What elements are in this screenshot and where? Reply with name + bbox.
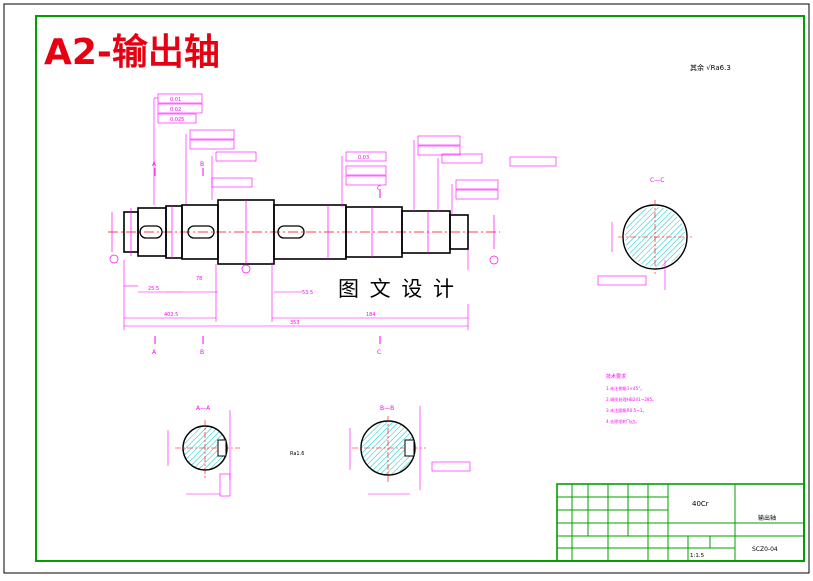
- tech-req-title: 技术要求: [606, 373, 626, 380]
- tech-req-2: 2.调质处理HB241~285。: [606, 396, 656, 403]
- section-aa-label: A—A: [196, 405, 211, 412]
- tol-value-2: 0.02: [170, 107, 181, 113]
- aa-roughness: Ra1.6: [290, 451, 304, 457]
- keyway-a: [139, 225, 163, 239]
- section-mark-c-top: C: [377, 185, 381, 192]
- dim-d5: 353: [290, 320, 300, 326]
- dim-d1: 25.5: [148, 286, 159, 292]
- tech-requirements: 技术要求 1.未注倒角1×45°。 2.调质处理HB241~285。 3.未注圆…: [606, 373, 656, 425]
- dim-d3: 53.5: [302, 290, 313, 296]
- section-mark-a-top: A: [152, 161, 157, 168]
- keyway-c: [277, 225, 305, 239]
- section-mark-a-bottom: A: [152, 349, 157, 356]
- title-block: 40Cr 输出轴 SCZ0-04 1:1.5: [556, 483, 805, 562]
- section-mark-b-top: B: [200, 161, 204, 168]
- watermark-bg: [330, 270, 480, 304]
- section-mark-c-bottom: C: [377, 349, 381, 356]
- section-cc-label: C—C: [650, 177, 664, 184]
- part-name-text: 输出轴: [758, 514, 776, 522]
- shaft-main-view: 0.01 0.02 0.025 0.03 25.5 78 53.5 402.5 …: [108, 93, 557, 356]
- section-mark-b-bottom: B: [200, 349, 204, 356]
- dim-d2: 78: [196, 276, 202, 282]
- keyway-b: [187, 225, 215, 239]
- drawing-no-text: SCZ0-04: [752, 546, 778, 553]
- section-cc: C—C: [597, 177, 692, 290]
- tol-value-3: 0.025: [170, 117, 184, 123]
- tech-req-3: 3.未注圆角R0.5~1。: [606, 407, 647, 414]
- watermark-text: 图 文 设 计: [338, 277, 456, 301]
- inner-border: [35, 15, 805, 562]
- tol-value-4: 0.03: [358, 155, 369, 161]
- section-aa: A—A Ra1.6: [167, 405, 304, 497]
- outer-border: [3, 3, 810, 574]
- title-overlay: A2-输出轴: [44, 32, 220, 73]
- scale-text: 1:1.5: [690, 553, 705, 559]
- dim-d6: 184: [366, 312, 376, 318]
- roughness-general: 其余 √Ra6.3: [690, 63, 731, 72]
- section-bb: B—B: [349, 405, 471, 495]
- tech-req-4: 4.去除毛刺飞边。: [606, 418, 639, 425]
- section-bb-label: B—B: [380, 405, 394, 412]
- tol-value-1: 0.01: [170, 97, 181, 103]
- dim-d4: 402.5: [164, 312, 178, 318]
- tech-req-1: 1.未注倒角1×45°。: [606, 385, 645, 392]
- material-text: 40Cr: [692, 500, 709, 508]
